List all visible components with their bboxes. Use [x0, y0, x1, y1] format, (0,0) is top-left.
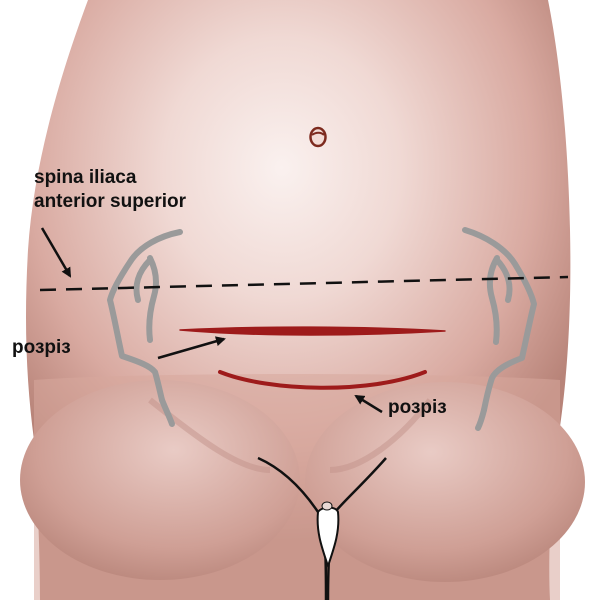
incision-label-left: розріз [12, 338, 71, 357]
navel [311, 128, 326, 146]
pubic-mark [322, 502, 332, 510]
spina-label-line1: spina iliaca [34, 168, 136, 187]
incision-label-right: розріз [388, 398, 447, 417]
spina-label-line2: anterior superior [34, 192, 186, 211]
